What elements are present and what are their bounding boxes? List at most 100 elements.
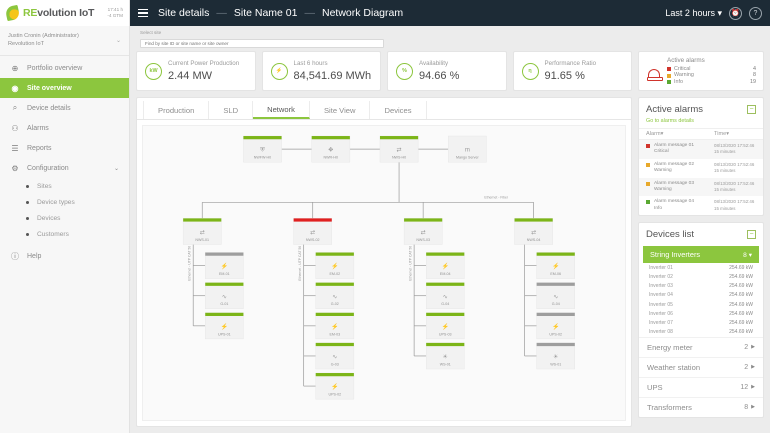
diagram-node-em-02-c1[interactable]: ⚡EM-02	[315, 252, 355, 279]
sidebar: REvolution IoT 17:41 h-4 GTM Justin Cron…	[0, 0, 130, 433]
hamburger-menu-icon[interactable]	[136, 7, 150, 20]
tab-devices[interactable]: Devices	[370, 101, 427, 119]
tab-sld[interactable]: SLD	[209, 101, 254, 119]
sidebar-item-configuration[interactable]: ⚙ Configuration ⌄	[0, 158, 129, 178]
breadcrumb-separator: —	[216, 7, 227, 19]
sidebar-item-alarms[interactable]: ⚇ Alarms	[0, 118, 129, 138]
diagram-node-g-01-c0[interactable]: ∿G-01	[205, 282, 244, 309]
sidebar-item-sites[interactable]: Sites	[0, 178, 129, 194]
sidebar-item-device-types[interactable]: Device types	[0, 194, 129, 210]
kpi-current-power-production: kW Current Power Production 2.44 MW	[136, 51, 256, 91]
sidebar-subitem-label: Devices	[37, 214, 61, 222]
column-header-alarm[interactable]: Alarm▾	[646, 131, 664, 137]
user-account-selector[interactable]: Justin Cronin (Administrator)Revolution …	[0, 26, 129, 56]
diagram-node-g-03-c1[interactable]: ∿G-03	[315, 342, 355, 370]
category-label: UPS	[647, 382, 663, 392]
diagram-node-nwr-h0[interactable]: ✥NWR-H0	[311, 135, 351, 163]
category-count: 12	[740, 383, 749, 391]
kpi-label: Performance Ratio	[544, 60, 597, 67]
diagram-node-nws-03[interactable]: ⇄NWS-03	[403, 218, 443, 245]
tab-network[interactable]: Network	[253, 101, 310, 119]
bullet-icon	[26, 184, 29, 188]
tab-production[interactable]: Production	[143, 101, 210, 119]
chevron-down-icon: ▾	[717, 7, 722, 18]
sidebar-item-device-details[interactable]: ⌕ Device details	[0, 98, 129, 118]
time-range-selector[interactable]: Last 2 hours ▾	[665, 8, 722, 19]
diagram-node-nws-01[interactable]: ⇄NWS-01	[182, 218, 222, 245]
tab-site-view[interactable]: Site View	[310, 101, 371, 119]
svg-text:⚡: ⚡	[442, 262, 449, 270]
svg-text:⇄: ⇄	[310, 229, 315, 236]
severity-swatch-warning	[667, 73, 671, 78]
diagram-node-nwfw-h0[interactable]: ⛨NWFW-H0	[243, 135, 282, 163]
sidebar-item-help[interactable]: ⓘ Help	[0, 246, 129, 266]
go-to-alarms-details-link[interactable]: Go to alarms details	[646, 118, 694, 124]
right-column: Active alarms Critical 4 Warning 8	[638, 51, 764, 427]
column-header-time[interactable]: Time▾	[714, 131, 730, 137]
collapse-icon[interactable]: −	[747, 230, 756, 240]
help-icon[interactable]: ?	[749, 6, 762, 20]
diagram-node-em-01-c0[interactable]: ⚡EM-01	[205, 252, 244, 279]
search-input[interactable]	[140, 39, 384, 48]
diagram-node-ups-01-c0[interactable]: ⚡UPS-01	[205, 312, 244, 340]
diagram-node-ups-02-c1[interactable]: ⚡UPS-02	[315, 372, 355, 400]
diagram-node-g-04-c2[interactable]: ∿G-04	[425, 282, 465, 309]
alarm-clock-icon[interactable]: ⏰	[729, 6, 742, 20]
svg-text:NWFW-H0: NWFW-H0	[254, 156, 271, 160]
search-label: Select site	[140, 30, 162, 35]
sidebar-item-reports[interactable]: ☰ Reports	[0, 138, 129, 158]
panel-title: Active alarms	[646, 104, 704, 115]
diagram-node-em-06-c3[interactable]: ⚡EM-06	[536, 252, 575, 279]
collapse-icon[interactable]: −	[747, 105, 756, 114]
sidebar-item-devices[interactable]: Devices	[0, 210, 129, 226]
diagram-node-ws-01-c3[interactable]: ☀WS-01	[536, 342, 575, 370]
sidebar-item-customers[interactable]: Customers	[0, 226, 129, 242]
diagram-node-ws-01-c2[interactable]: ☀WS-01	[425, 342, 465, 370]
sidebar-item-portfolio-overview[interactable]: ⊕ Portfolio overview	[0, 58, 129, 78]
diagram-node-g-04-c3[interactable]: ∿G-04	[536, 282, 575, 309]
diagram-node-g-02-c1[interactable]: ∿G-02	[315, 282, 355, 309]
diagram-node-ups-02-c3[interactable]: ⚡UPS-02	[536, 312, 575, 340]
diagram-node-ups-03-c2[interactable]: ⚡UPS-03	[425, 312, 465, 340]
diagram-node-nws-02[interactable]: ⇄ NWS-02	[293, 218, 332, 245]
breadcrumb-item-site-name[interactable]: Site Name 01	[233, 7, 298, 19]
globe-icon: ⊕	[11, 63, 19, 73]
svg-text:NWS-02: NWS-02	[306, 238, 320, 242]
breadcrumb-separator: —	[304, 7, 316, 19]
inverter-name: Inverter 06	[649, 310, 673, 317]
diagram-node-nws-h0[interactable]: ⇄NWS-H0	[379, 135, 419, 163]
device-group-string-inverters[interactable]: String Inverters 8 ▾	[643, 246, 759, 264]
summary-title: Active alarms	[667, 56, 705, 64]
diagram-node-em-04-c2[interactable]: ⚡EM-04	[425, 252, 465, 279]
sidebar-item-label: Help	[27, 252, 42, 260]
group-label: String Inverters	[650, 250, 701, 260]
diagram-node-nws-04[interactable]: ⇄NWS-04	[514, 218, 553, 245]
sidebar-item-site-overview[interactable]: ◉ Site overview	[0, 78, 129, 98]
main-area: Site details — Site Name 01 — Network Di…	[130, 0, 770, 433]
category-label: Energy meter	[647, 342, 693, 352]
breadcrumb-item-site-details[interactable]: Site details	[158, 7, 210, 19]
diagram-node-em-03-c1[interactable]: ⚡EM-03	[315, 312, 355, 340]
breadcrumb-item-network-diagram[interactable]: Network Diagram	[322, 7, 404, 19]
svg-text:NWS-H0: NWS-H0	[392, 156, 406, 160]
sidebar-item-label: Alarms	[27, 124, 49, 132]
